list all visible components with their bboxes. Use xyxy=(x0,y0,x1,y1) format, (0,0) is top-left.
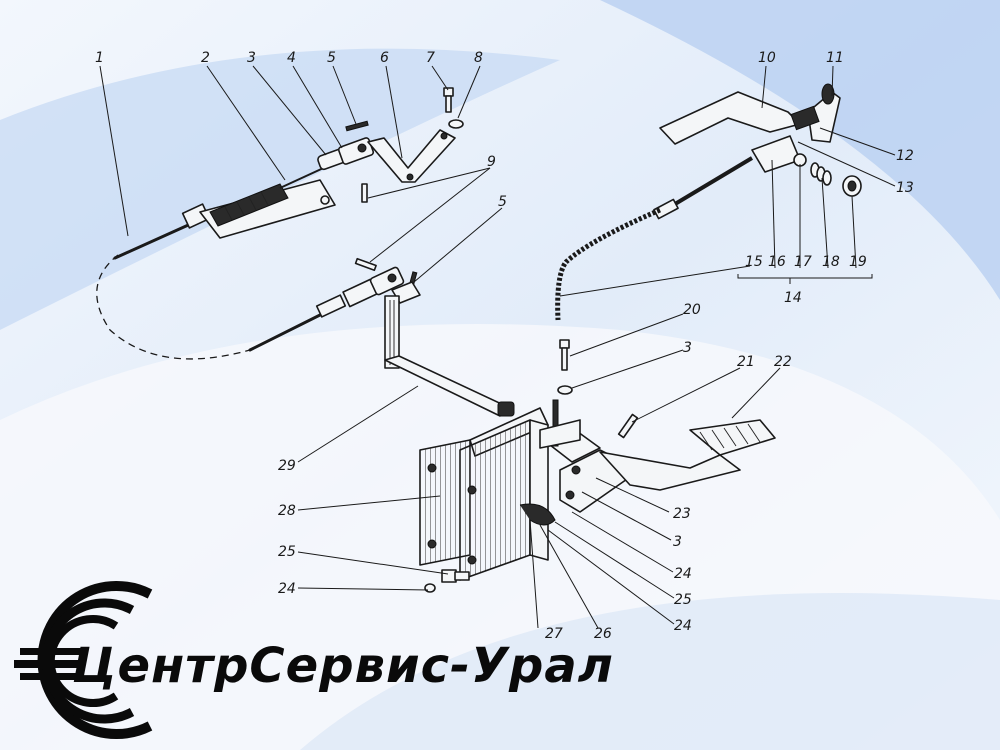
part-label-12: 12 xyxy=(896,148,914,164)
part-label-1: 1 xyxy=(95,50,104,66)
part-label-11: 11 xyxy=(826,50,844,66)
part-label-26: 26 xyxy=(594,626,612,642)
part-label-25b: 25 xyxy=(278,544,296,560)
cable-route-dashed xyxy=(96,254,251,360)
part-label-29: 29 xyxy=(278,458,296,474)
part-label-13: 13 xyxy=(896,180,914,196)
part-label-21: 21 xyxy=(737,354,755,370)
part-label-3b: 3 xyxy=(683,340,692,356)
part-label-22: 22 xyxy=(774,354,792,370)
part-label-24c: 24 xyxy=(278,581,296,597)
part-label-24b: 24 xyxy=(674,618,692,634)
cable-end-lower xyxy=(248,266,405,352)
part-label-8: 8 xyxy=(474,50,483,66)
part-label-4: 4 xyxy=(287,50,296,66)
crank-shaft xyxy=(384,281,515,417)
part-label-15: 15 xyxy=(745,254,763,270)
part-label-3: 3 xyxy=(247,50,256,66)
part-label-5b: 5 xyxy=(498,194,507,210)
bolt-upper xyxy=(443,87,464,129)
part-label-17: 17 xyxy=(794,254,812,270)
stud-bolt xyxy=(539,339,581,449)
part-label-5: 5 xyxy=(327,50,336,66)
leader-lines xyxy=(99,65,896,629)
upper-bracket xyxy=(199,164,336,239)
part-label-28: 28 xyxy=(278,503,296,519)
part-label-2: 2 xyxy=(201,50,210,66)
spring xyxy=(810,162,832,186)
part-label-23: 23 xyxy=(673,506,691,522)
part-label-20: 20 xyxy=(683,302,701,318)
part-label-24: 24 xyxy=(674,566,692,582)
part-label-18: 18 xyxy=(822,254,840,270)
part-label-10: 10 xyxy=(758,50,776,66)
parts xyxy=(96,83,862,593)
pin-lower xyxy=(354,257,377,272)
part-label-16: 16 xyxy=(768,254,786,270)
hand-throttle-assembly xyxy=(555,83,862,321)
part-label-6: 6 xyxy=(380,50,389,66)
cotter-pin-upper xyxy=(345,120,369,132)
rubber-boot xyxy=(209,183,289,227)
brand-logo xyxy=(14,581,153,739)
pedal-bracket xyxy=(419,407,549,581)
part-label-27: 27 xyxy=(545,626,563,642)
part-label-9: 9 xyxy=(487,154,496,170)
pin-upper xyxy=(361,183,368,203)
upper-lever xyxy=(367,129,456,183)
part-label-19: 19 xyxy=(849,254,867,270)
part-label-3c: 3 xyxy=(673,534,682,550)
part-label-25: 25 xyxy=(674,592,692,608)
part-labels: 1 2 3 4 5 6 7 8 9 5 10 11 12 13 15 16 17… xyxy=(95,50,914,642)
part-label-7: 7 xyxy=(426,50,435,66)
brand-name: ЦентрСервис-Урал xyxy=(72,638,614,694)
pin-21 xyxy=(617,413,639,439)
part-label-14: 14 xyxy=(784,290,802,306)
upper-fork xyxy=(317,137,375,171)
